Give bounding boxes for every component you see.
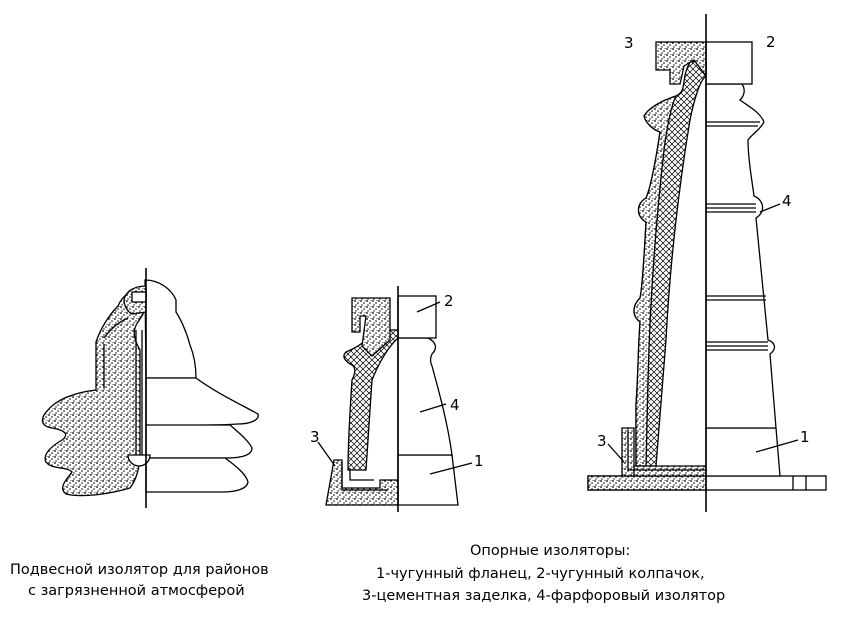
small-label-1: 1: [474, 452, 484, 470]
large-base-inner: [627, 430, 706, 476]
small-leader-3: [317, 441, 336, 467]
large-base-plate-left: [587, 475, 707, 491]
large-leader-4: [759, 203, 781, 213]
small-flange-right: [397, 454, 459, 506]
large-outer-speckle: [633, 94, 678, 467]
small-label-2: 2: [444, 292, 454, 310]
suspension-cap: [144, 279, 197, 379]
support-caption-line3: 3-цементная заделка, 4-фарфоровый изолят…: [362, 588, 726, 604]
small-label-4: 4: [450, 396, 460, 414]
small-cap-right: [397, 295, 437, 339]
large-label-3-top: 3: [624, 34, 634, 52]
large-label-1: 1: [800, 428, 810, 446]
suspension-shed-2: [145, 424, 253, 459]
support-caption-line1: Опорные изоляторы:: [470, 543, 631, 559]
support-caption-line2: 1-чугунный фланец, 2-чугунный колпачок,: [376, 566, 705, 582]
small-porcelain-left-hatch: [343, 329, 399, 471]
small-base-inner: [341, 462, 388, 491]
large-label-4: 4: [782, 192, 792, 210]
small-label-3: 3: [310, 428, 320, 446]
suspension-shed-3: [145, 457, 249, 493]
large-leader-3b: [607, 443, 625, 463]
suspension-insulator: [41, 268, 259, 508]
large-leader-1: [755, 439, 799, 453]
large-cap-right: [705, 41, 753, 85]
small-cap-cement: [351, 297, 391, 357]
small-leader-1: [429, 462, 473, 475]
large-label-3-bottom: 3: [597, 432, 607, 450]
large-rib-lines: [706, 121, 768, 351]
suspension-pin-end: [127, 454, 151, 467]
large-support-insulator: 3 2 4 3 1: [587, 14, 827, 512]
small-leader-2: [416, 301, 441, 313]
suspension-inner-line: [103, 317, 129, 388]
large-porcelain-right: [705, 83, 777, 429]
suspension-caption-line2: с загрязненной атмосферой: [28, 583, 245, 599]
large-flange-right: [705, 427, 781, 477]
large-label-2: 2: [766, 33, 776, 51]
suspension-pin-head: [131, 291, 147, 303]
suspension-pollution-profile: [41, 287, 146, 497]
small-porcelain-right: [397, 337, 453, 456]
small-support-insulator: 2 4 3 1: [310, 286, 484, 512]
small-leader-4: [419, 403, 447, 413]
suspension-caption-line1: Подвесной изолятор для районов: [10, 562, 269, 578]
suspension-shed-1: [145, 377, 259, 426]
